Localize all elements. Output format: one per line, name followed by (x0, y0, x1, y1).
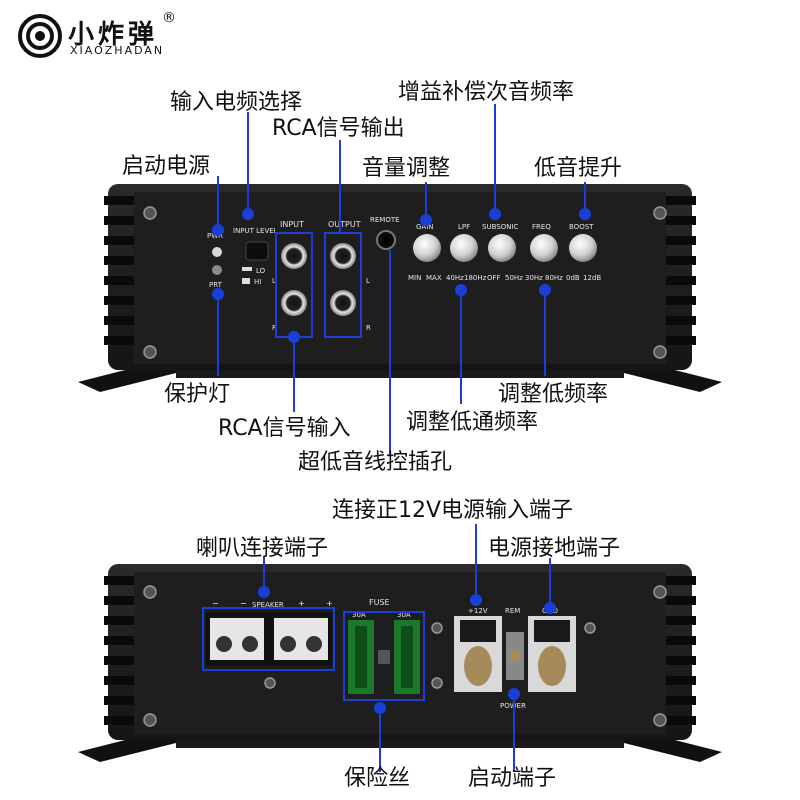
front-amplifier-body (78, 184, 722, 392)
prt-led (212, 265, 222, 275)
min-label: MIN (408, 274, 421, 282)
rca-output-highlight (324, 232, 362, 338)
speaker-plus-2: + (326, 599, 333, 608)
subsonic-knob[interactable] (488, 234, 516, 262)
speaker-minus-2: − (240, 599, 247, 608)
lpf-knob[interactable] (450, 234, 478, 262)
callout-rca-input: RCA信号输入 (218, 416, 351, 441)
callout-bass-boost: 低音提升 (534, 156, 623, 181)
pwr-led (212, 247, 222, 257)
hz40-label: 40Hz (446, 274, 464, 282)
callout-positive-12v: 连接正12V电源输入端子 (332, 498, 574, 523)
hi-label: HI (254, 278, 261, 286)
rca-input-right[interactable] (281, 290, 307, 316)
db0-label: 0dB (566, 274, 580, 282)
input-r-label: R (272, 324, 277, 332)
output-label: OUTPUT (328, 220, 361, 229)
speaker-highlight (202, 607, 335, 671)
freq-knob[interactable] (530, 234, 558, 262)
hi-indicator (242, 278, 250, 284)
hz80-label: 80Hz (545, 274, 563, 282)
input-l-label: L (272, 277, 276, 285)
subsonic-label: SUBSONIC (482, 223, 519, 231)
brand-registered-mark: ® (162, 10, 176, 26)
hz30-label: 30Hz (525, 274, 543, 282)
remote-label: REMOTE (370, 216, 400, 224)
boost-label: BOOST (569, 223, 594, 231)
callout-fuse: 保险丝 (344, 766, 411, 791)
fuse-label: FUSE (369, 598, 390, 607)
prt-label: PRT (209, 281, 223, 289)
output-r-label: R (366, 324, 371, 332)
gain-label: GAIN (416, 223, 434, 231)
rear-leader-dots (258, 586, 556, 714)
front-leader-dots (212, 208, 591, 343)
callout-ground-terminal: 电源接地端子 (488, 536, 621, 561)
boost-knob[interactable] (569, 234, 597, 262)
power-terminal-block[interactable] (454, 616, 576, 692)
callout-gain-comp: 增益补偿次音频率 (398, 80, 575, 105)
brand-name: 小炸弹 (68, 20, 159, 50)
callout-lowpass-adjust: 调整低通频率 (406, 410, 539, 435)
lo-label: LO (256, 267, 266, 275)
callout-volume-adjust: 音量调整 (362, 156, 451, 181)
callout-protect-light: 保护灯 (164, 382, 231, 407)
callout-sub-wire-jack: 超低音线控插孔 (298, 450, 453, 475)
knob-row (413, 234, 597, 262)
lpf-label: LPF (458, 223, 470, 231)
callout-input-freq-select: 输入电频选择 (170, 90, 303, 115)
input-level-label: INPUT LEVEL (233, 227, 278, 235)
speaker-plus-1: + (298, 599, 305, 608)
off-label: OFF (487, 274, 501, 282)
max-label: MAX (426, 274, 442, 282)
hz180-label: 180Hz (464, 274, 487, 282)
pwr-label: PWR (207, 232, 223, 240)
callout-power-start: 启动电源 (122, 154, 211, 179)
front-leader-lines (217, 104, 586, 455)
input-level-switch[interactable] (245, 241, 269, 261)
callout-rca-output: RCA信号输出 (272, 116, 405, 141)
output-l-label: L (366, 277, 370, 285)
input-label: INPUT (280, 220, 304, 229)
db12-label: 12dB (583, 274, 601, 282)
hz50-label: 50Hz (505, 274, 523, 282)
rem-label: REM (505, 607, 520, 615)
fuse-holder[interactable] (348, 620, 420, 694)
rca-output-left[interactable] (330, 243, 356, 269)
speaker-label: SPEAKER (252, 601, 284, 609)
rca-output-right[interactable] (330, 290, 356, 316)
v12-label: +12V (468, 607, 488, 615)
fuse-highlight (343, 611, 425, 701)
freq-label: FREQ (532, 223, 551, 231)
speaker-terminal-block[interactable] (206, 612, 332, 666)
lo-indicator (242, 267, 252, 271)
callout-start-terminal: 启动端子 (468, 766, 557, 791)
brand-subtitle: XIAOZHADAN (70, 44, 165, 57)
callout-low-freq-adjust: 调整低频率 (498, 382, 609, 407)
callout-speaker-terminal: 喇叭连接端子 (196, 536, 329, 561)
brand-logo-icon (18, 14, 62, 58)
speaker-minus-1: − (212, 599, 219, 608)
gain-knob[interactable] (413, 234, 441, 262)
fuse-b-label: 30A (397, 611, 411, 619)
rca-input-left[interactable] (281, 243, 307, 269)
fuse-a-label: 30A (352, 611, 366, 619)
